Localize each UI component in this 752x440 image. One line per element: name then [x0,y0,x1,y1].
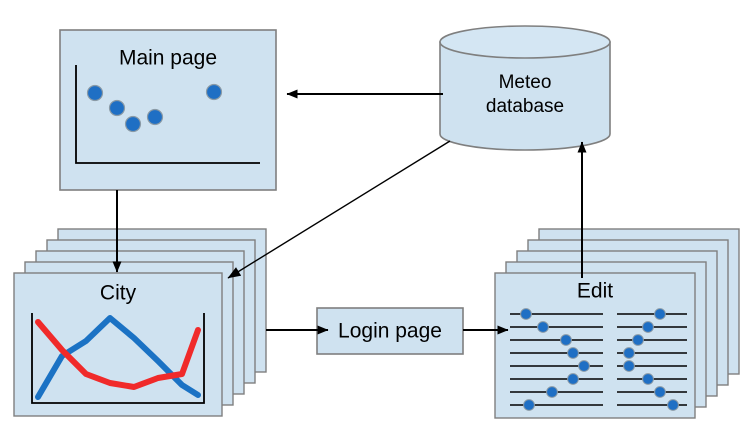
slider-knob[interactable] [523,399,535,411]
slider-knob[interactable] [642,321,654,333]
meteo-database-label-line2: database [486,96,564,117]
city-chart [31,313,205,404]
edit-slider-row[interactable] [510,334,603,346]
edit-slider-row[interactable] [510,321,603,333]
edit-slider-row[interactable] [510,373,603,385]
scatter-dot [108,99,126,117]
edit-slider-row[interactable] [617,308,687,320]
slider-knob[interactable] [567,373,579,385]
main-page-scatter-points [86,83,223,133]
edit-slider-row[interactable] [617,386,687,398]
login-page-label: Login page [338,320,442,343]
slider-knob[interactable] [520,308,532,320]
login-page-card[interactable]: Login page [316,307,464,355]
edit-card-stack[interactable]: Edit [494,228,740,419]
arrow-db-to-city [227,140,451,279]
edit-label: Edit [577,280,613,303]
slider-knob[interactable] [578,360,590,372]
main-page-axes [75,65,260,164]
edit-slider-row[interactable] [617,334,687,346]
edit-slider-row[interactable] [510,386,603,398]
slider-knob[interactable] [642,373,654,385]
edit-slider-row[interactable] [510,347,603,359]
meteo-database-cylinder[interactable]: Meteo database [439,25,611,151]
scatter-dot [205,83,223,101]
slider-knob[interactable] [654,386,666,398]
edit-slider-column-right[interactable] [617,308,687,411]
main-page-chart [75,65,260,164]
slider-knob[interactable] [654,308,666,320]
slider-knob[interactable] [546,386,558,398]
slider-knob[interactable] [632,334,644,346]
edit-slider-row[interactable] [617,373,687,385]
diagram-edges [112,89,587,335]
edit-slider-row[interactable] [510,399,603,411]
cylinder-top [439,25,611,59]
city-stack-card-front [13,272,223,417]
scatter-dot [124,115,142,133]
city-card-stack[interactable]: City [13,228,267,417]
slider-knob[interactable] [623,360,635,372]
meteo-database-label-line1: Meteo [499,72,552,93]
city-series-red [35,319,201,390]
slider-knob[interactable] [567,347,579,359]
slider-knob[interactable] [623,347,635,359]
slider-knob[interactable] [537,321,549,333]
slider-knob[interactable] [560,334,572,346]
edit-slider-row[interactable] [510,308,603,320]
scatter-dot [86,84,104,102]
main-page-card[interactable]: Main page [59,29,277,191]
edit-slider-row[interactable] [617,399,687,411]
main-page-label: Main page [119,47,217,70]
city-label: City [100,282,137,305]
scatter-dot [146,108,164,126]
edit-slider-row[interactable] [510,360,603,372]
city-chart-frame [31,313,205,404]
slider-knob[interactable] [667,399,679,411]
edit-slider-row[interactable] [617,321,687,333]
cylinder-body [439,41,611,151]
edit-slider-column-left[interactable] [510,308,603,411]
login-page-card-body [316,307,464,355]
edit-slider-row[interactable] [617,360,687,372]
edit-slider-row[interactable] [617,347,687,359]
